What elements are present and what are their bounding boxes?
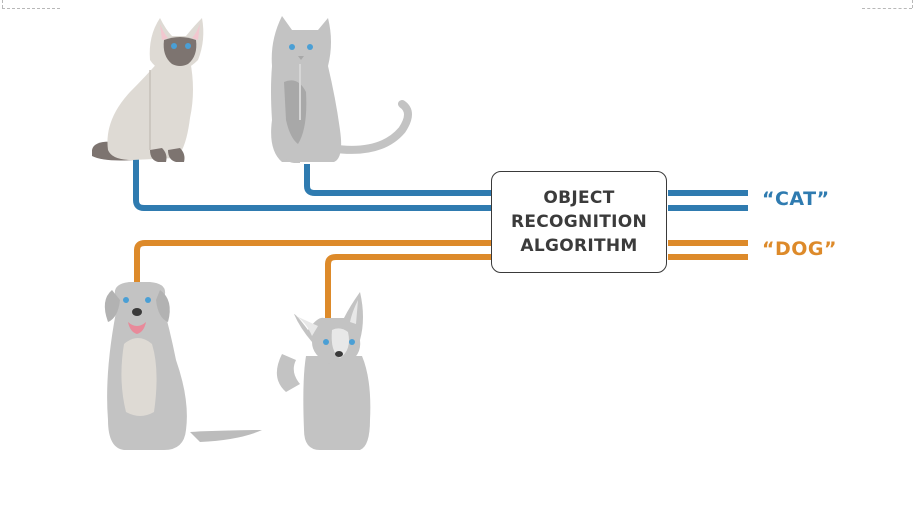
crop-mark-top-right-vertical <box>912 0 913 8</box>
crop-mark-top-left <box>2 8 60 9</box>
gray-cat-icon <box>271 16 412 163</box>
siamese-cat-icon <box>92 18 204 162</box>
corgi-dog-icon <box>276 292 371 450</box>
crop-mark-top-right <box>862 8 912 9</box>
dog-connector-lines <box>134 240 748 318</box>
cat-line-siamese <box>133 158 491 211</box>
dog-line-retriever <box>134 240 491 285</box>
object-recognition-algorithm-box: OBJECT RECOGNITION ALGORITHM <box>491 171 667 273</box>
crop-mark-top-left-vertical <box>2 0 3 8</box>
cat-output-label: “CAT” <box>762 188 830 210</box>
cat-connector-lines <box>133 158 748 211</box>
algorithm-label: OBJECT RECOGNITION ALGORITHM <box>510 188 648 256</box>
retriever-dog-icon <box>104 282 262 450</box>
dog-line-corgi <box>325 254 491 318</box>
dog-output-label: “DOG” <box>762 238 837 260</box>
cat-line-gray <box>304 164 491 196</box>
